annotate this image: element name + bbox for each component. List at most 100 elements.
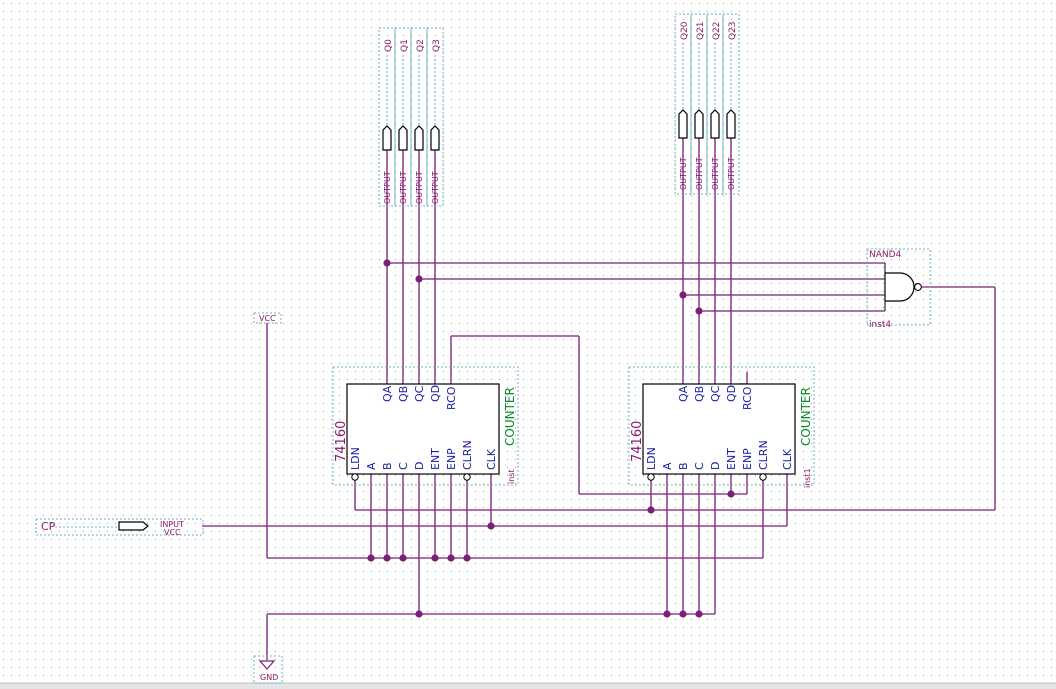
- junction-dots: [367, 259, 735, 618]
- pin-label-rco: RCO: [741, 386, 754, 410]
- output-arrow-icon: [382, 125, 392, 151]
- pin-label-b: B: [677, 462, 690, 470]
- output-name: Q0: [384, 39, 394, 52]
- vcc-frame: [253, 312, 282, 324]
- pin-label-c: C: [397, 462, 410, 470]
- chip-body: [642, 383, 796, 475]
- pin-label-ent: ENT: [429, 448, 442, 470]
- clrn-bubble-icon: [759, 473, 767, 481]
- output-frame: [426, 27, 444, 207]
- output-type-label: OUTPUT: [431, 171, 440, 204]
- chip-body: [346, 383, 500, 475]
- pin-label-qb: QB: [693, 386, 706, 402]
- vcc-symbol[interactable]: VCC: [253, 312, 282, 324]
- output-arrow-icon: [398, 125, 408, 151]
- pin-label-clk: CLK: [781, 448, 794, 470]
- input-pin-cp[interactable]: CP INPUT VCC: [35, 518, 204, 537]
- gate-instance-label: inst4: [869, 320, 891, 330]
- ldn-bubble-icon: [647, 473, 655, 481]
- input-default-label: VCC: [164, 528, 181, 537]
- clrn-bubble-icon: [463, 473, 471, 481]
- pin-label-enp: ENP: [741, 448, 754, 470]
- chip-part-number: 74160: [630, 421, 645, 462]
- pin-label-c: C: [693, 462, 706, 470]
- chip-instance-label: inst: [507, 469, 516, 484]
- input-name: CP: [41, 520, 56, 533]
- output-pin-q3[interactable]: Q3 OUTPUT: [426, 27, 444, 207]
- output-type-label: OUTPUT: [679, 157, 688, 190]
- pin-label-qb: QB: [397, 386, 410, 402]
- pin-label-qd: QD: [429, 385, 442, 402]
- output-type-label: OUTPUT: [727, 157, 736, 190]
- output-arrow-icon: [430, 125, 440, 151]
- nand-bubble-icon: [914, 283, 922, 291]
- output-arrow-icon: [710, 109, 720, 139]
- pin-label-clrn: CLRN: [757, 440, 770, 470]
- input-type-label: INPUT: [160, 520, 184, 529]
- chip-part-number: 74160: [334, 421, 349, 462]
- pin-label-enp: ENP: [445, 448, 458, 470]
- ldn-bubble-icon: [351, 473, 359, 481]
- output-arrow-icon: [694, 109, 704, 139]
- input-frame: [35, 518, 204, 536]
- gate-type-label: NAND4: [869, 250, 902, 260]
- output-frame: [410, 27, 428, 207]
- output-type-label: OUTPUT: [415, 171, 424, 204]
- gnd-symbol[interactable]: GND: [253, 655, 283, 684]
- gate-frame: [866, 248, 931, 326]
- pin-label-b: B: [381, 462, 394, 470]
- output-arrow-icon: [726, 109, 736, 139]
- nand4-gate-inst4[interactable]: NAND4 inst4: [866, 248, 931, 330]
- ground-icon: [258, 660, 276, 670]
- vcc-label: VCC: [259, 314, 276, 323]
- pin-label-ent: ENT: [725, 448, 738, 470]
- output-arrow-icon: [414, 125, 424, 151]
- pin-label-rco: RCO: [445, 386, 458, 410]
- horizontal-scrollbar[interactable]: [0, 683, 1056, 689]
- pin-label-d: D: [709, 462, 722, 470]
- output-name: Q22: [712, 21, 722, 40]
- chip-frame: [332, 366, 519, 486]
- output-name: Q3: [432, 39, 442, 52]
- output-frame: [378, 27, 396, 207]
- pin-label-clk: CLK: [485, 448, 498, 470]
- pin-label-qa: QA: [381, 385, 394, 402]
- pin-label-qa: QA: [677, 385, 690, 402]
- output-name: Q21: [696, 21, 706, 40]
- pin-label-qc: QC: [413, 385, 426, 402]
- gnd-label: GND: [260, 673, 278, 682]
- output-name: Q1: [400, 39, 410, 52]
- output-pin-q23[interactable]: Q23 OUTPUT: [722, 13, 740, 195]
- output-type-label: OUTPUT: [399, 171, 408, 204]
- output-frame: [394, 27, 412, 207]
- output-name: Q23: [728, 21, 738, 40]
- output-pin-q0[interactable]: Q0 OUTPUT: [378, 27, 396, 207]
- chip-frame: [628, 366, 815, 486]
- gnd-frame: [253, 655, 283, 684]
- nand-gate-icon: [884, 272, 915, 302]
- output-type-label: OUTPUT: [383, 171, 392, 204]
- output-arrow-icon: [678, 109, 688, 139]
- output-frame: [722, 13, 740, 195]
- pin-label-ldn: LDN: [645, 447, 658, 470]
- counter-74160-inst[interactable]: QA QB QC QD RCO 74160 COUNTER inst LDN A…: [332, 366, 519, 486]
- output-name: Q20: [680, 21, 690, 40]
- wires: [202, 138, 996, 660]
- output-pin-q1[interactable]: Q1 OUTPUT: [394, 27, 412, 207]
- pin-label-d: D: [413, 462, 426, 470]
- output-type-label: OUTPUT: [695, 157, 704, 190]
- input-arrow-icon: [118, 521, 149, 531]
- chip-instance-label: inst1: [803, 468, 812, 488]
- pin-label-qc: QC: [709, 385, 722, 402]
- output-pin-q2[interactable]: Q2 OUTPUT: [410, 27, 428, 207]
- pin-label-a: A: [661, 462, 674, 470]
- pin-label-a: A: [365, 462, 378, 470]
- pin-label-ldn: LDN: [349, 447, 362, 470]
- chip-type-label: COUNTER: [799, 387, 813, 446]
- counter-74160-inst1[interactable]: QA QB QC QD RCO 74160 COUNTER inst1 LDN …: [628, 366, 815, 488]
- chip-type-label: COUNTER: [503, 387, 517, 446]
- pin-label-clrn: CLRN: [461, 440, 474, 470]
- output-type-label: OUTPUT: [711, 157, 720, 190]
